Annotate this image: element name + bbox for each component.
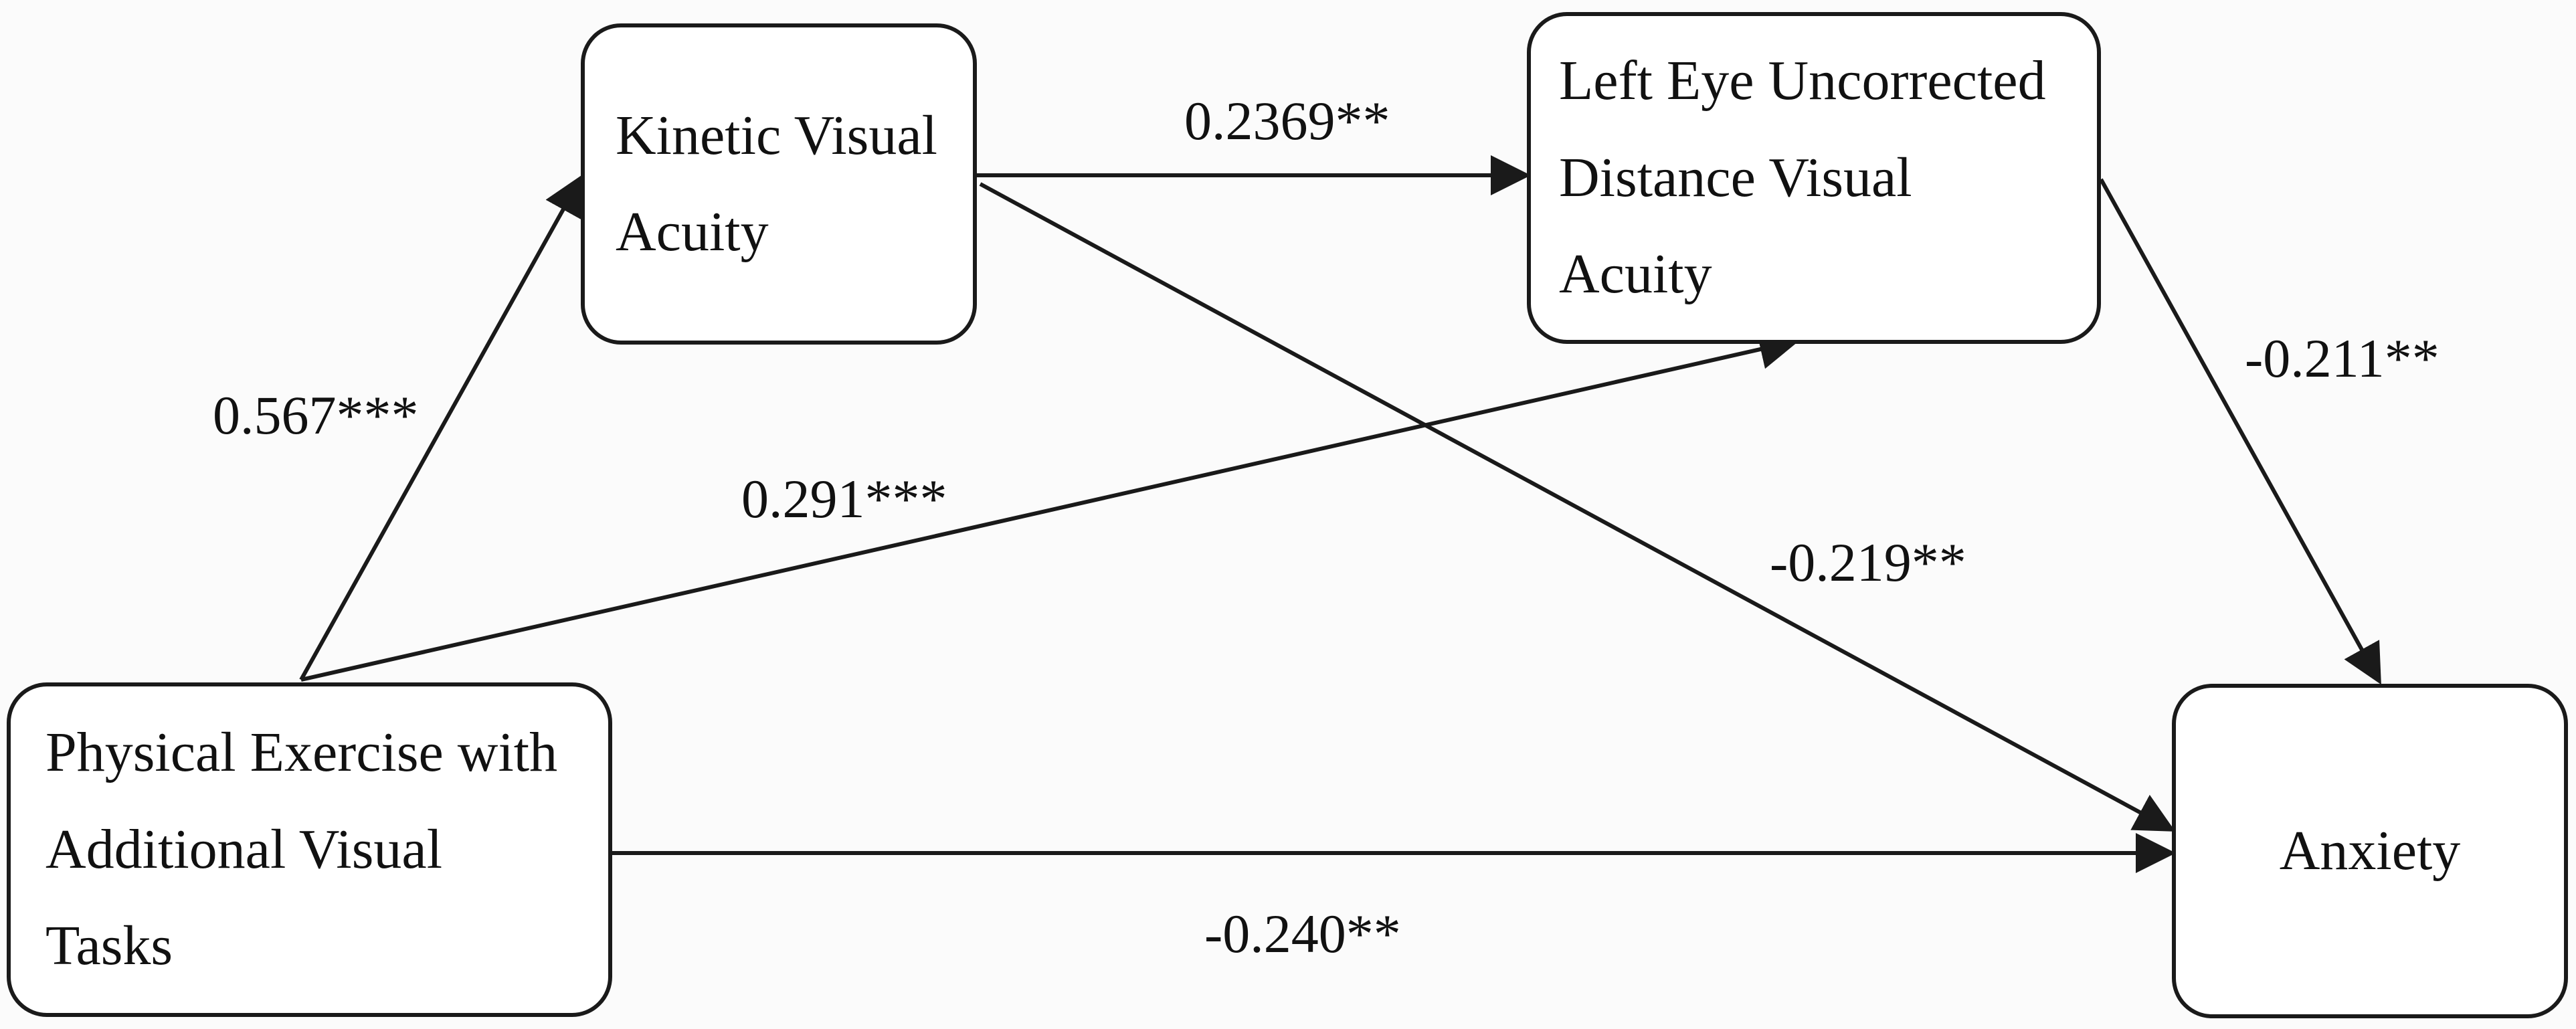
node-physical-exercise: Physical Exercise with Additional Visual… <box>7 682 612 1017</box>
coefficient-exercise-to-anxiety: -0.240** <box>1204 903 1401 964</box>
arrow-kinetic-to-anxiety <box>979 182 2176 832</box>
node-left-eye-uncorrected-distance-visual-acuity: Left Eye Uncorrected Distance Visual Acu… <box>1527 12 2101 344</box>
coefficient-exercise-to-kinetic: 0.567*** <box>213 385 419 446</box>
node-kinetic-visual-acuity-label: Kinetic Visual Acuity <box>616 104 937 263</box>
node-kinetic-visual-acuity: Kinetic Visual Acuity <box>581 23 977 345</box>
node-anxiety: Anxiety <box>2172 684 2568 1018</box>
node-anxiety-label: Anxiety <box>2279 819 2461 882</box>
coefficient-exercise-to-left-eye: 0.291*** <box>741 468 947 529</box>
arrow-exercise-to-kinetic <box>299 174 583 681</box>
node-physical-exercise-label: Physical Exercise with Additional Visual… <box>45 721 558 977</box>
arrow-exercise-to-left-eye <box>300 329 1800 682</box>
node-left-eye-label: Left Eye Uncorrected Distance Visual Acu… <box>1559 50 2046 306</box>
coefficient-kinetic-to-anxiety: -0.219** <box>1770 532 1966 593</box>
coefficient-left-eye-to-anxiety: -0.211** <box>2245 328 2440 389</box>
arrow-left-eye-to-anxiety <box>2099 178 2381 685</box>
coefficient-kinetic-to-left-eye: 0.2369** <box>1184 90 1390 151</box>
